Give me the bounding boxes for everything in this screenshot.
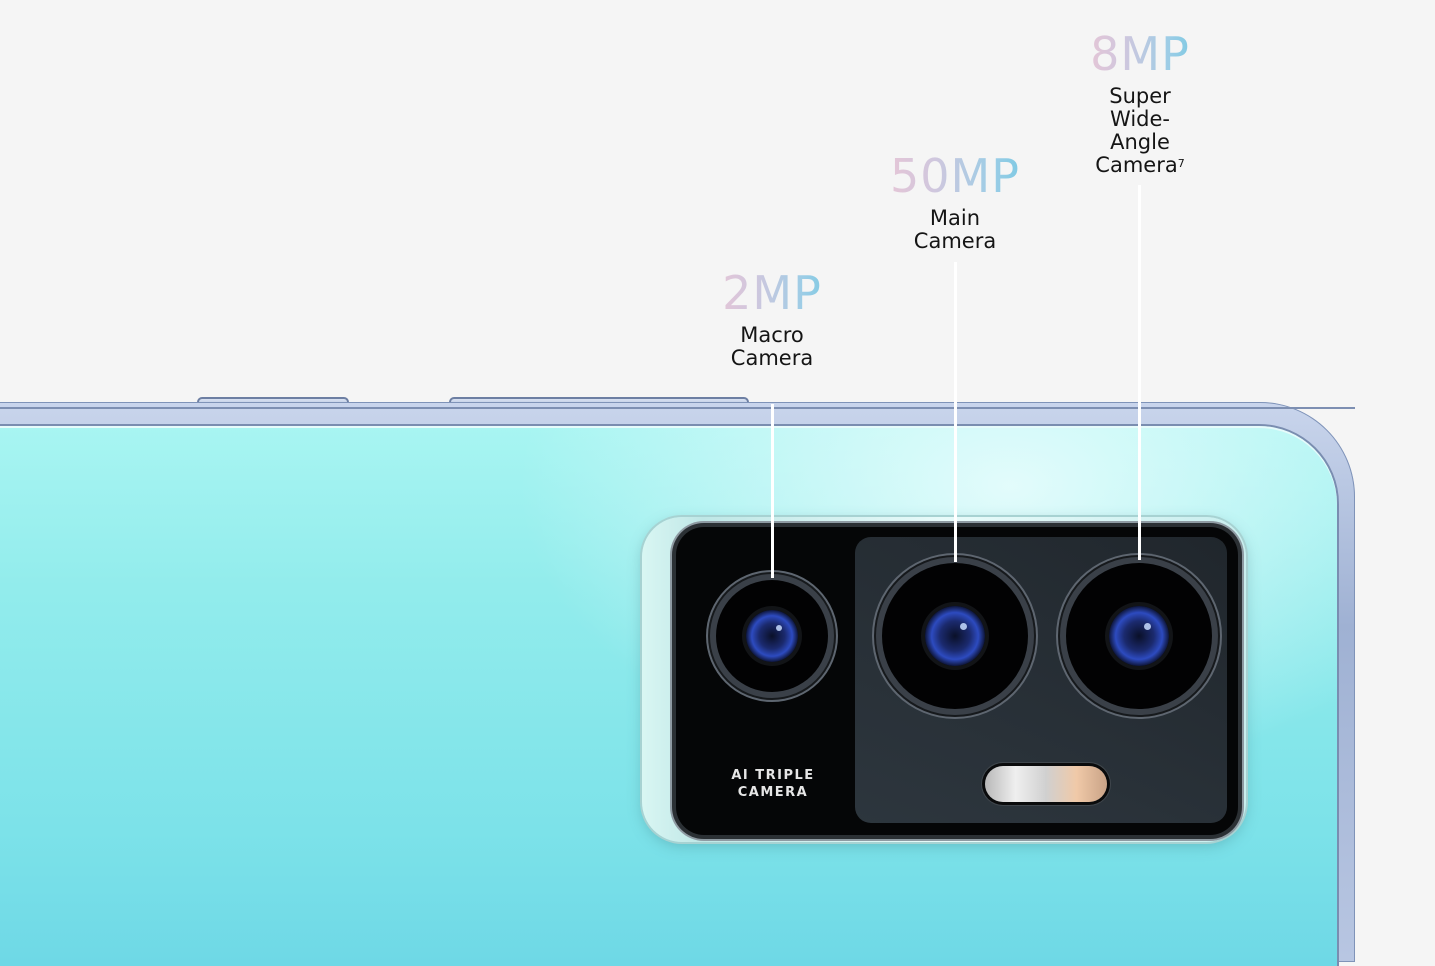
volume-button xyxy=(197,397,349,406)
main-camera-callout: 50MP Main Camera xyxy=(860,153,1050,253)
module-label-line1: AI TRIPLE xyxy=(731,768,815,783)
macro-desc-line1: Macro xyxy=(740,323,804,347)
main-description: Main Camera xyxy=(860,207,1050,253)
camera-feature-scene: AI TRIPLE CAMERA 2MP Macro Camera 50MP M… xyxy=(0,31,1355,966)
main-desc-line1: Main xyxy=(929,206,981,230)
main-megapixels: 50MP xyxy=(860,153,1050,199)
macro-description: Macro Camera xyxy=(692,324,852,370)
macro-callout-line xyxy=(771,404,774,578)
wide-camera-callout: 8MP Super Wide- Angle Camera7 xyxy=(1065,31,1215,177)
wide-desc-line4-text: Camera xyxy=(1095,153,1178,177)
power-button xyxy=(449,397,749,406)
flash-icon xyxy=(985,766,1107,802)
lens-glint xyxy=(776,625,782,631)
module-label-line2: CAMERA xyxy=(737,785,809,800)
wide-desc-line1: Super xyxy=(1109,84,1171,108)
macro-lens-icon xyxy=(716,580,828,692)
macro-lens-glass xyxy=(746,610,798,662)
wide-desc-line3: Angle xyxy=(1110,130,1170,154)
wide-callout-line xyxy=(1138,185,1141,560)
wide-lens-glass xyxy=(1109,606,1169,666)
wide-desc-line4: Camera7 xyxy=(1065,154,1215,177)
wide-description: Super Wide- Angle Camera7 xyxy=(1065,85,1215,177)
wide-desc-line2: Wide- xyxy=(1110,107,1170,131)
main-callout-line xyxy=(954,262,957,562)
lens-glint xyxy=(960,623,967,630)
macro-desc-line2: Camera xyxy=(730,346,814,370)
footnote-marker: 7 xyxy=(1177,157,1185,170)
macro-camera-callout: 2MP Macro Camera xyxy=(692,270,852,370)
wide-lens-icon xyxy=(1066,563,1212,709)
wide-megapixels: 8MP xyxy=(1065,31,1215,77)
main-desc-line2: Camera xyxy=(913,229,997,253)
ai-triple-camera-label: AI TRIPLE CAMERA xyxy=(712,767,834,801)
main-lens-glass xyxy=(925,606,985,666)
macro-megapixels: 2MP xyxy=(692,270,852,316)
lens-glint xyxy=(1144,623,1151,630)
main-lens-icon xyxy=(882,563,1028,709)
